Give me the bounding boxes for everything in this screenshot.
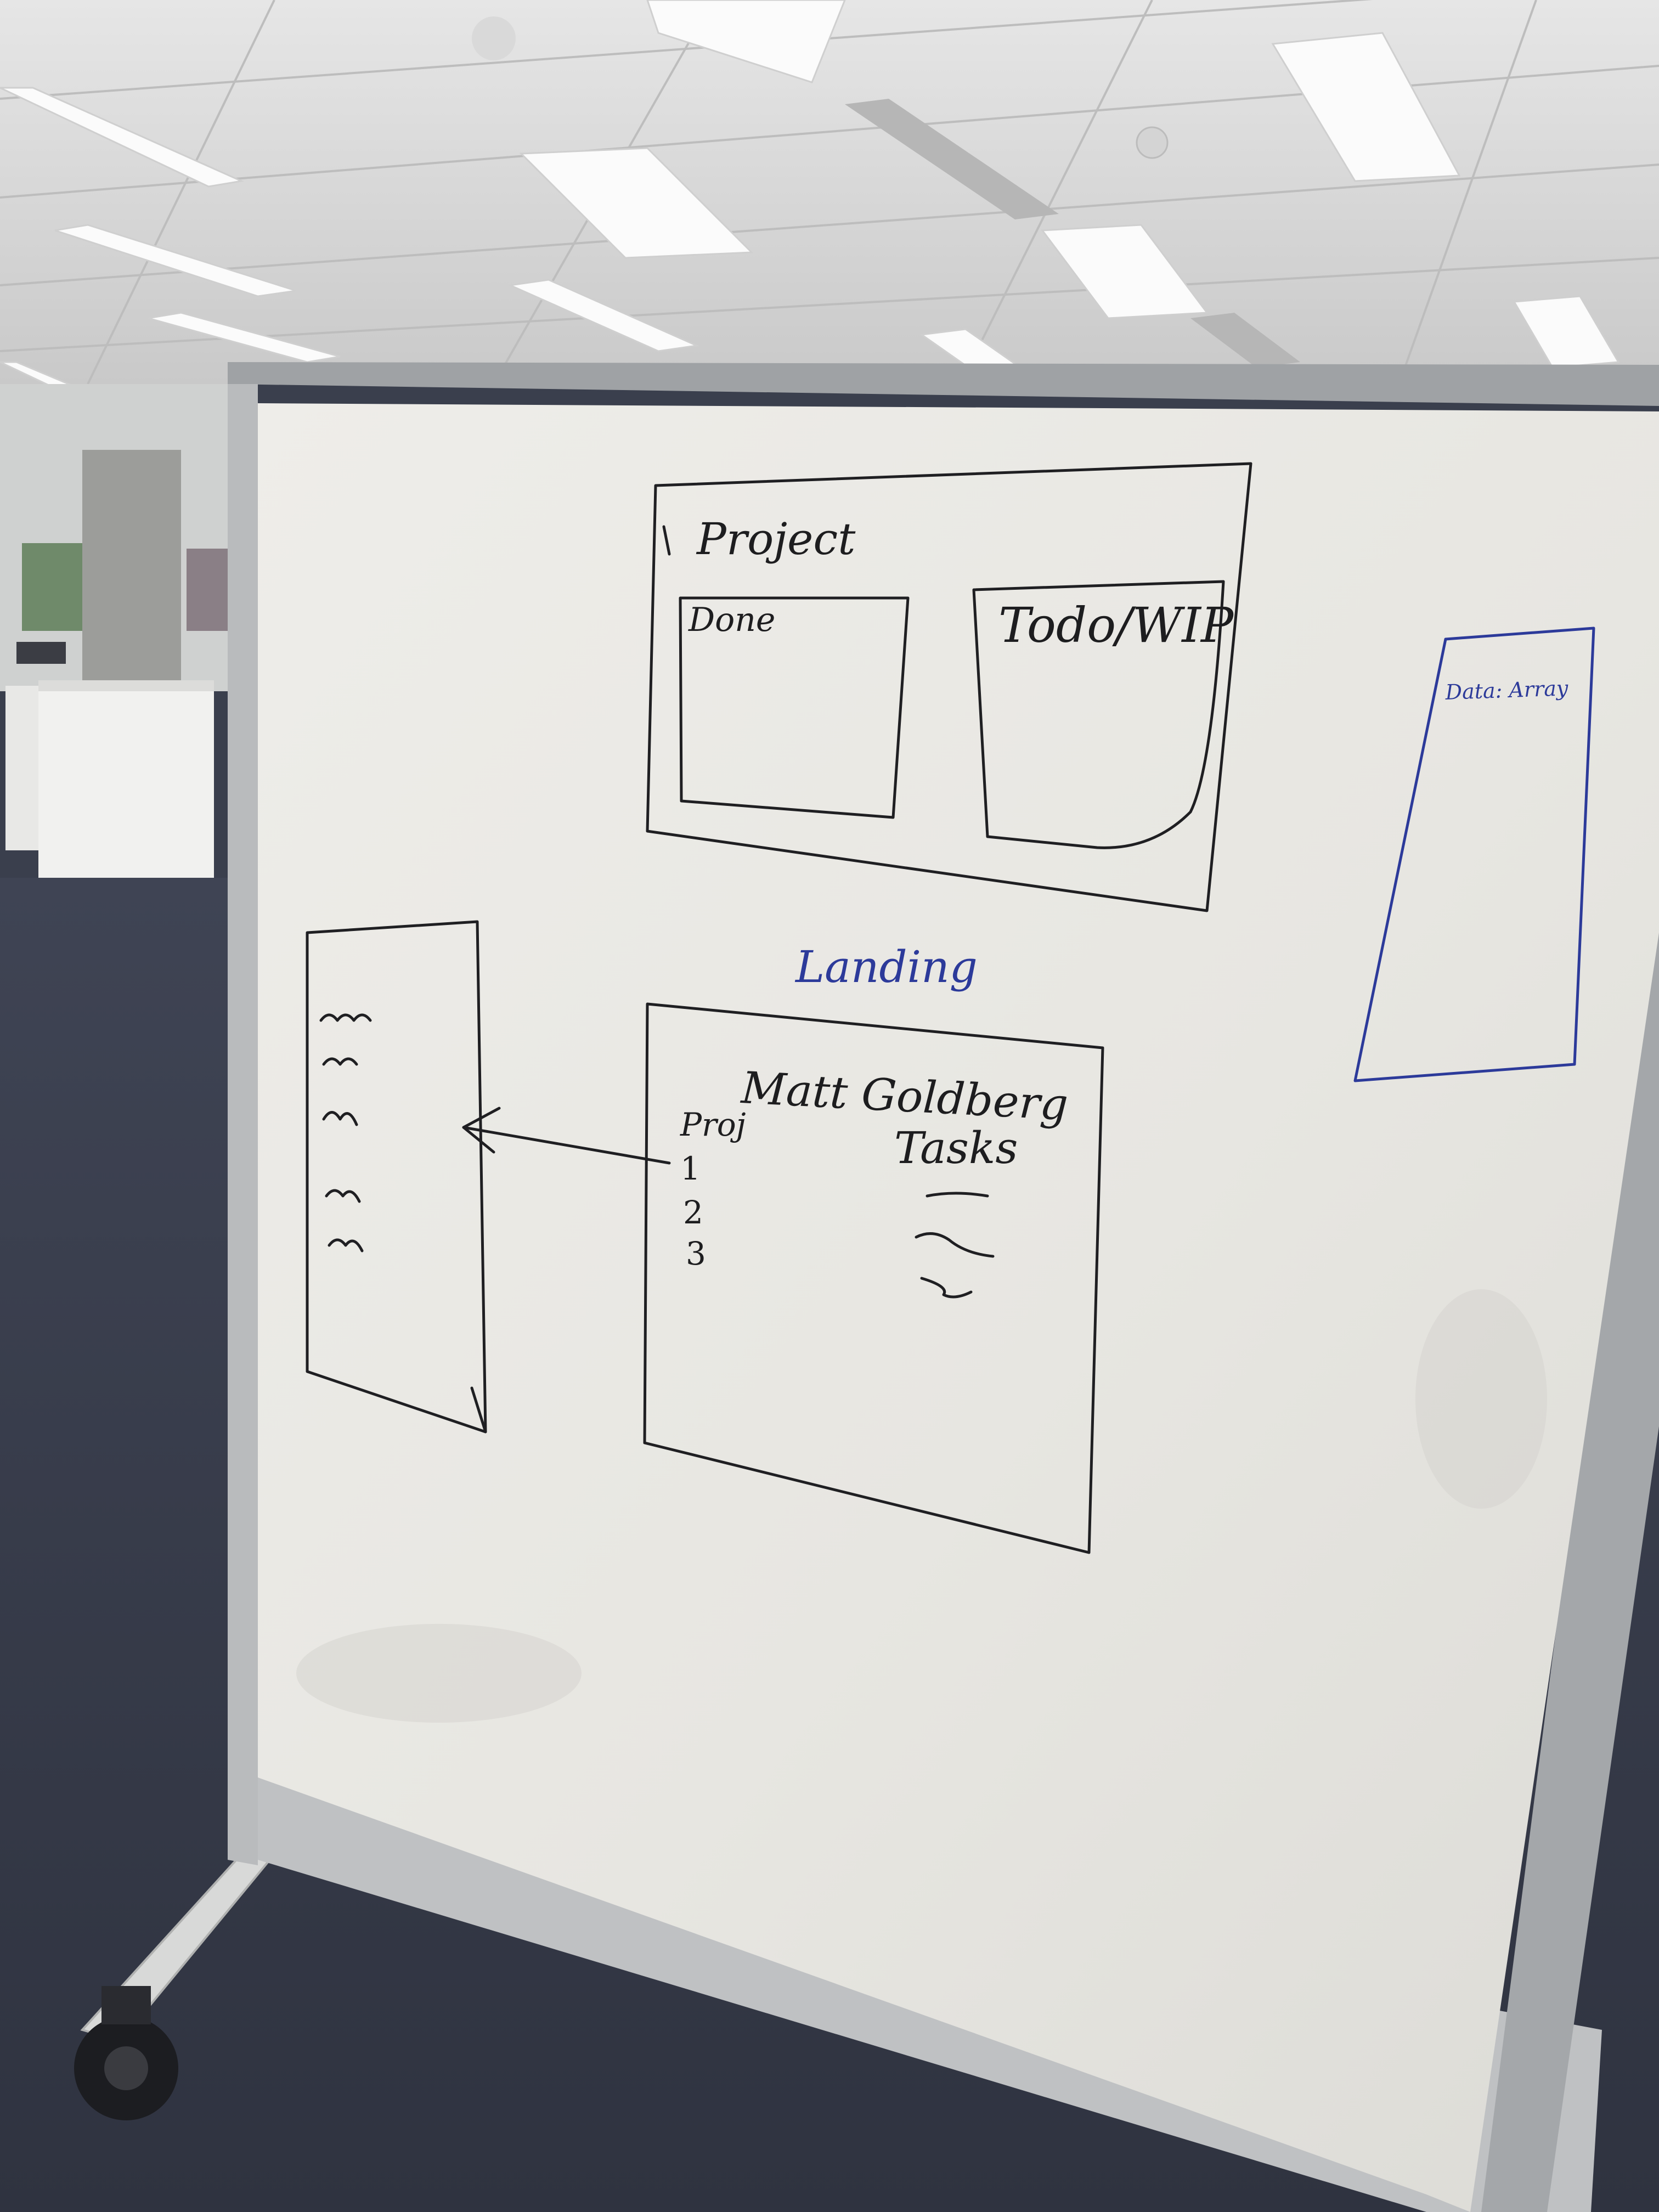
landing-heading: Landing [794,941,978,992]
project-sketch [646,462,1252,912]
whiteboard-smudges [296,1289,1547,1723]
ceiling-vents [845,99,1300,368]
user-name: Matt Goldberg [739,1062,1069,1130]
tasks-label: Tasks [894,1122,1018,1173]
ceiling [0,0,1659,413]
whiteboard-surface [258,403,1659,2212]
todo-wip-column-label: Todo/WIP [998,597,1234,653]
landing-sketch [306,920,1104,1554]
side-note-sketch [1353,627,1595,1082]
whiteboard-stand [74,1853,277,2120]
projects-label: Proj [680,1106,746,1143]
project-number-3: 3 [686,1235,706,1272]
project-number-2: 2 [683,1194,703,1231]
done-column-label: Done [688,601,775,639]
project-title: Project [696,514,856,565]
side-note-text: Data: Array [1444,676,1569,704]
ceiling-lights [0,0,1620,413]
project-number-1: 1 [680,1150,701,1187]
